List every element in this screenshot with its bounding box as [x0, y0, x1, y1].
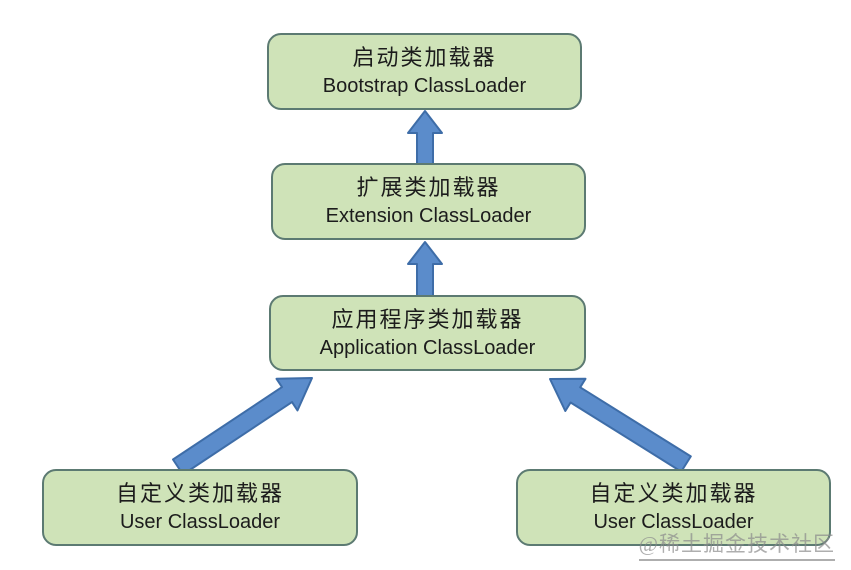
node-bootstrap-title-zh: 启动类加载器: [352, 45, 497, 70]
node-user-right-title-zh: 自定义类加载器: [589, 481, 758, 506]
node-extension-classloader: 扩展类加载器 Extension ClassLoader: [271, 163, 586, 240]
node-bootstrap-title-en: Bootstrap ClassLoader: [322, 75, 527, 97]
node-extension-title-zh: 扩展类加载器: [356, 175, 501, 200]
watermark: @稀土掘金技术社区: [638, 528, 835, 561]
node-bootstrap-classloader: 启动类加载器 Bootstrap ClassLoader: [267, 33, 582, 110]
node-application-classloader: 应用程序类加载器 Application ClassLoader: [269, 295, 586, 371]
arrow-user-right-to-application-icon: [549, 377, 692, 473]
node-user-right-title-en: User ClassLoader: [593, 511, 754, 533]
node-user-left-title-en: User ClassLoader: [119, 511, 281, 533]
node-user-classloader-left: 自定义类加载器 User ClassLoader: [42, 469, 358, 546]
arrow-application-to-extension-icon: [407, 241, 443, 297]
node-application-title-zh: 应用程序类加载器: [331, 306, 524, 332]
node-extension-title-en: Extension ClassLoader: [325, 205, 532, 227]
node-application-title-en: Application ClassLoader: [319, 336, 536, 359]
arrow-extension-to-bootstrap-icon: [407, 110, 443, 165]
arrow-user-left-to-application-icon: [172, 377, 313, 476]
node-user-left-title-zh: 自定义类加载器: [115, 481, 284, 506]
node-user-classloader-right: 自定义类加载器 User ClassLoader: [516, 469, 831, 546]
